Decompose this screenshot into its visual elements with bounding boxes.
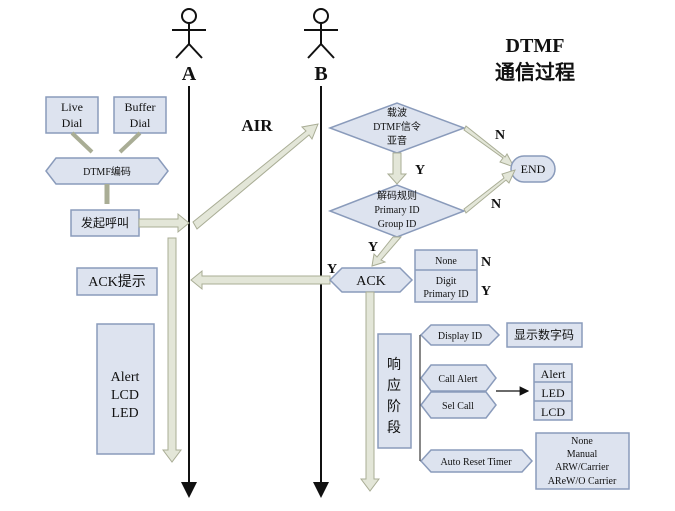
decode-line1: 解码规则 <box>377 189 417 202</box>
carrier-line2: DTMF信令 <box>373 120 421 133</box>
ack-digit-y-label: Y <box>481 284 491 299</box>
live-dial-line2: Dial <box>62 116 83 130</box>
carrier-line3: 亚音 <box>387 134 407 147</box>
flow-arrow-b-down <box>360 291 380 492</box>
decode-diamond: 解码规则 Primary ID Group ID <box>327 184 467 238</box>
response-stage-char2: 应 <box>387 377 401 394</box>
live-dial-line1: Live <box>61 100 83 114</box>
reset-option-arew-o-carrier: AReW/O Carrier <box>548 476 617 487</box>
show-number-box: 显示数字码 <box>506 322 583 348</box>
end-label: END <box>521 162 546 176</box>
sel-call-shape: Sel Call <box>420 391 497 419</box>
call-alert-label: Call Alert <box>438 374 477 385</box>
flow-arrow-decode-n <box>463 169 516 214</box>
display-id-label: Display ID <box>438 331 482 342</box>
alert-option-alert: Alert <box>541 367 566 381</box>
dtmf-encode-shape: DTMF编码 <box>45 157 169 185</box>
flow-arrow-air <box>192 123 319 230</box>
carrier-y-label: Y <box>415 163 425 178</box>
ack-primary-id-text: Primary ID <box>423 289 468 300</box>
response-stage-char4: 段 <box>387 420 401 436</box>
carrier-line1: 载波 <box>387 106 407 119</box>
reset-option-none: None <box>571 436 593 447</box>
actor-b-figure-icon <box>304 8 338 59</box>
reset-option-manual: Manual <box>567 449 598 460</box>
flow-arrow-a-down <box>162 237 182 463</box>
response-stage-char3: 阶 <box>387 399 401 415</box>
lcd-text: LCD <box>111 388 139 403</box>
ack-options-box: None Digit Primary ID <box>414 249 478 303</box>
auto-reset-timer-label: Auto Reset Timer <box>440 457 512 468</box>
end-terminal: END <box>510 155 556 183</box>
initiate-call-box: 发起呼叫 <box>70 209 140 237</box>
ack-prompt-label: ACK提示 <box>88 274 146 290</box>
flow-arrow-ack-return <box>190 269 331 291</box>
ack-shape: ACK <box>328 267 414 293</box>
actor-a-figure-icon <box>172 8 206 59</box>
display-id-shape: Display ID <box>419 324 501 346</box>
reset-option-arw-carrier: ARW/Carrier <box>555 462 610 473</box>
decode-line3: Group ID <box>378 219 417 230</box>
flow-arrow-carrier-n <box>463 125 516 168</box>
show-number-label: 显示数字码 <box>514 327 574 342</box>
response-stage-box: 响 应 阶 段 <box>377 333 412 449</box>
ack-digit-text: Digit <box>436 276 457 287</box>
ack-none-text: None <box>435 256 457 267</box>
ack-label: ACK <box>356 274 386 289</box>
ack-prompt-box: ACK提示 <box>76 267 158 296</box>
alert-option-led: LED <box>541 386 565 400</box>
carrier-diamond: 载波 DTMF信令 亚音 <box>327 102 467 154</box>
buffer-dial-line1: Buffer <box>124 100 155 114</box>
carrier-n-label: N <box>495 128 505 143</box>
reset-options-box: None Manual ARW/Carrier AReW/O Carrier <box>535 432 630 490</box>
flow-arrow-send <box>138 212 190 234</box>
title-line2: 通信过程 <box>495 60 575 84</box>
call-alert-shape: Call Alert <box>420 364 497 392</box>
actor-a-label: A <box>182 63 197 85</box>
ack-none-n-label: N <box>481 255 491 270</box>
decode-n-label: N <box>491 197 501 212</box>
alert-option-lcd: LCD <box>541 405 565 419</box>
led-text: LED <box>111 406 138 421</box>
flow-arrow-decode-y <box>371 236 403 267</box>
response-stage-char1: 响 <box>387 357 401 373</box>
air-label: AIR <box>241 116 273 135</box>
ack-y-label: Y <box>327 262 337 277</box>
decode-line2: Primary ID <box>374 205 419 216</box>
alert-options-box: Alert LED LCD <box>533 363 573 421</box>
sel-call-label: Sel Call <box>442 401 474 412</box>
initiate-call-label: 发起呼叫 <box>81 215 129 230</box>
buffer-dial-box: Buffer Dial <box>113 96 167 134</box>
alert-text: Alert <box>111 370 140 385</box>
actor-b-label: B <box>314 63 327 85</box>
flow-arrow-buffer <box>118 131 142 154</box>
auto-reset-timer-shape: Auto Reset Timer <box>419 449 534 473</box>
flow-arrow-live <box>70 131 94 154</box>
title-line1: DTMF <box>506 35 565 57</box>
flow-arrow-carrier-y <box>386 152 408 185</box>
alert-lcd-led-box: Alert LCD LED <box>96 323 155 455</box>
dtmf-encode-label: DTMF编码 <box>83 165 131 178</box>
buffer-dial-line2: Dial <box>130 116 151 130</box>
live-dial-box: Live Dial <box>45 96 99 134</box>
decode-y-label: Y <box>368 240 378 255</box>
